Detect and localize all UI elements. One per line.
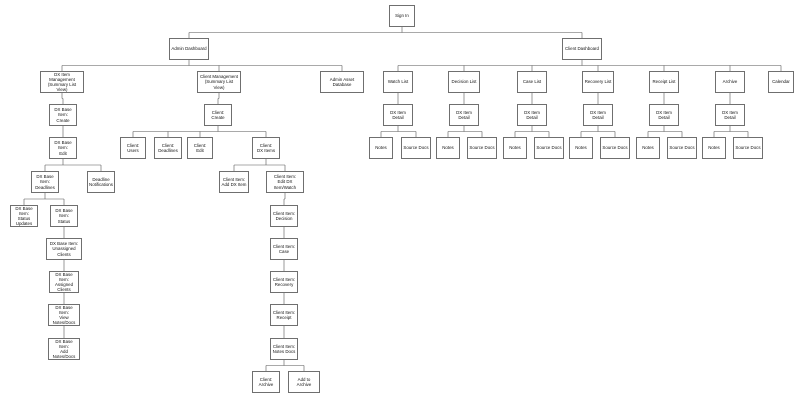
node-archive-dx-item-detail: DX Item Detail (715, 104, 745, 126)
node-client-item-receipt: Client Item: Receipt (270, 304, 298, 326)
node-case-list: Case List (517, 71, 547, 93)
node-client-item-decision: Client Item: Decision (270, 205, 298, 227)
node-dx-base-add-notes: DX Base Item: Add Notes/Docs (48, 338, 80, 360)
node-case-notes: Notes (503, 137, 527, 159)
node-client-users: Client: Users (120, 137, 146, 159)
node-admin-dashboard: Admin Dashboard (169, 38, 209, 60)
node-recovery-notes: Notes (569, 137, 593, 159)
node-client-management: Client Management (Summary List View) (197, 71, 241, 93)
node-decision-list: Decision List (448, 71, 480, 93)
node-sign-in: Sign In (389, 5, 415, 27)
node-client-item-notes-docs: Client Item: Notes Docs (270, 338, 298, 360)
node-admin-asset-database: Admin Asset Database (320, 71, 364, 93)
node-archive: Archive (715, 71, 745, 93)
node-client-dashboard: Client Dashboard (562, 38, 602, 60)
node-client-item-recovery: Client Item: Recovery (270, 271, 298, 293)
node-watch-dx-item-detail: DX Item Detail (383, 104, 413, 126)
node-archive-notes: Notes (702, 137, 726, 159)
node-case-dx-item-detail: DX Item Detail (517, 104, 547, 126)
node-dx-base-status-updates: DX Base Item: Status Updates (10, 205, 38, 227)
node-dx-base-unassigned-clients: DX Base Item: Unassigned Clients (46, 238, 82, 260)
node-receipt-source-docs: Source Docs (667, 137, 697, 159)
node-receipt-list: Receipt List (649, 71, 679, 93)
node-client-archive: Client: Archive (252, 371, 280, 393)
node-calendar: Calendar (768, 71, 794, 93)
node-client-dx-items: Client: DX Items (252, 137, 280, 159)
node-case-source-docs: Source Docs (534, 137, 564, 159)
node-recovery-source-docs: Source Docs (600, 137, 630, 159)
node-receipt-dx-item-detail: DX Item Detail (649, 104, 679, 126)
node-client-edit-dx-item: Client Item: Edit DX Item/Watch (266, 171, 304, 193)
node-dx-base-edit: DX Base Item: Edit (49, 137, 77, 159)
node-decision-dx-item-detail: DX Item Detail (449, 104, 479, 126)
node-archive-source-docs: Source Docs (733, 137, 763, 159)
node-decision-notes: Notes (436, 137, 460, 159)
node-client-create: Client: Create (204, 104, 232, 126)
node-dx-item-management: DX Item Management (Summary List View) (40, 71, 84, 93)
node-dx-base-create: DX Base Item: Create (49, 104, 77, 126)
node-dx-base-status: DX Base Item: Status (50, 205, 78, 227)
node-watch-notes: Notes (369, 137, 393, 159)
node-client-item-case: Client Item: Case (270, 238, 298, 260)
node-watch-source-docs: Source Docs (401, 137, 431, 159)
node-dx-base-deadlines: DX Base Item: Deadlines (31, 171, 59, 193)
node-client-edit: Client: Edit (187, 137, 213, 159)
node-recovery-dx-item-detail: DX Item Detail (583, 104, 613, 126)
node-dx-base-assigned-clients: DX Base Item: Assigned Clients (49, 271, 79, 293)
node-recovery-list: Recovery List (582, 71, 614, 93)
node-receipt-notes: Notes (636, 137, 660, 159)
node-add-to-archive: Add to Archive (288, 371, 320, 393)
node-dx-base-view-notes: DX Base Item: View Notes/Docs (48, 304, 80, 326)
node-client-deadlines: Client: Deadlines (154, 137, 182, 159)
node-watch-list: Watch List (383, 71, 413, 93)
node-client-add-dx-item: Client Item: Add DX Item (219, 171, 249, 193)
node-decision-source-docs: Source Docs (467, 137, 497, 159)
node-deadline-notifications: Deadline Notifications (87, 171, 115, 193)
